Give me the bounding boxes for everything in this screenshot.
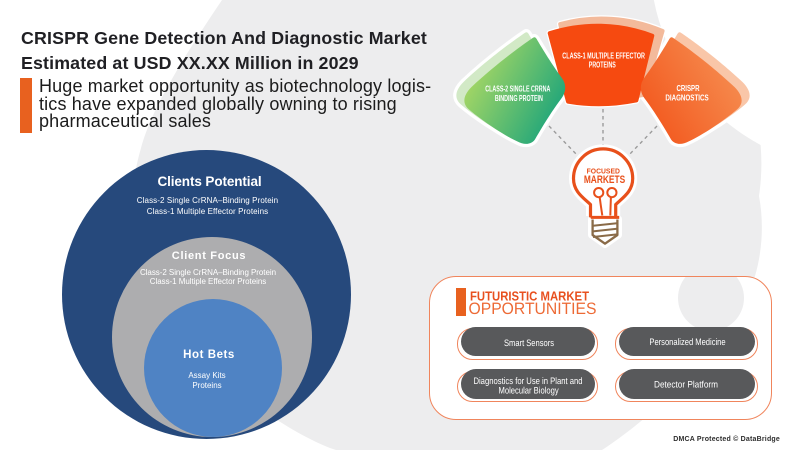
svg-text:Personalized Medicine: Personalized Medicine: [649, 336, 725, 347]
svg-text:DIAGNOSTICS: DIAGNOSTICS: [665, 93, 709, 102]
svg-text:CLASS-1 MULTIPLE EFFECTOR: CLASS-1 MULTIPLE EFFECTOR: [562, 52, 645, 61]
svg-text:Molecular Biology: Molecular Biology: [499, 384, 559, 395]
svg-text:BINDING PROTEIN: BINDING PROTEIN: [495, 94, 543, 103]
svg-text:CLASS-2 SINGLE CRRNA: CLASS-2 SINGLE CRRNA: [485, 85, 550, 94]
svg-text:FUTURISTIC MARKET: FUTURISTIC MARKET: [470, 289, 589, 304]
svg-text:OPPORTUNITIES: OPPORTUNITIES: [469, 300, 597, 318]
svg-text:FOCUSED: FOCUSED: [587, 166, 620, 175]
svg-text:PROTEINS: PROTEINS: [589, 61, 616, 70]
svg-text:Detector Platform: Detector Platform: [654, 379, 718, 390]
svg-text:Smart Sensors: Smart Sensors: [504, 337, 554, 348]
svg-text:CRISPR: CRISPR: [677, 84, 700, 93]
svg-text:Diagnostics for Use in Plant a: Diagnostics for Use in Plant and: [473, 375, 582, 386]
svg-text:MARKETS: MARKETS: [584, 174, 626, 186]
